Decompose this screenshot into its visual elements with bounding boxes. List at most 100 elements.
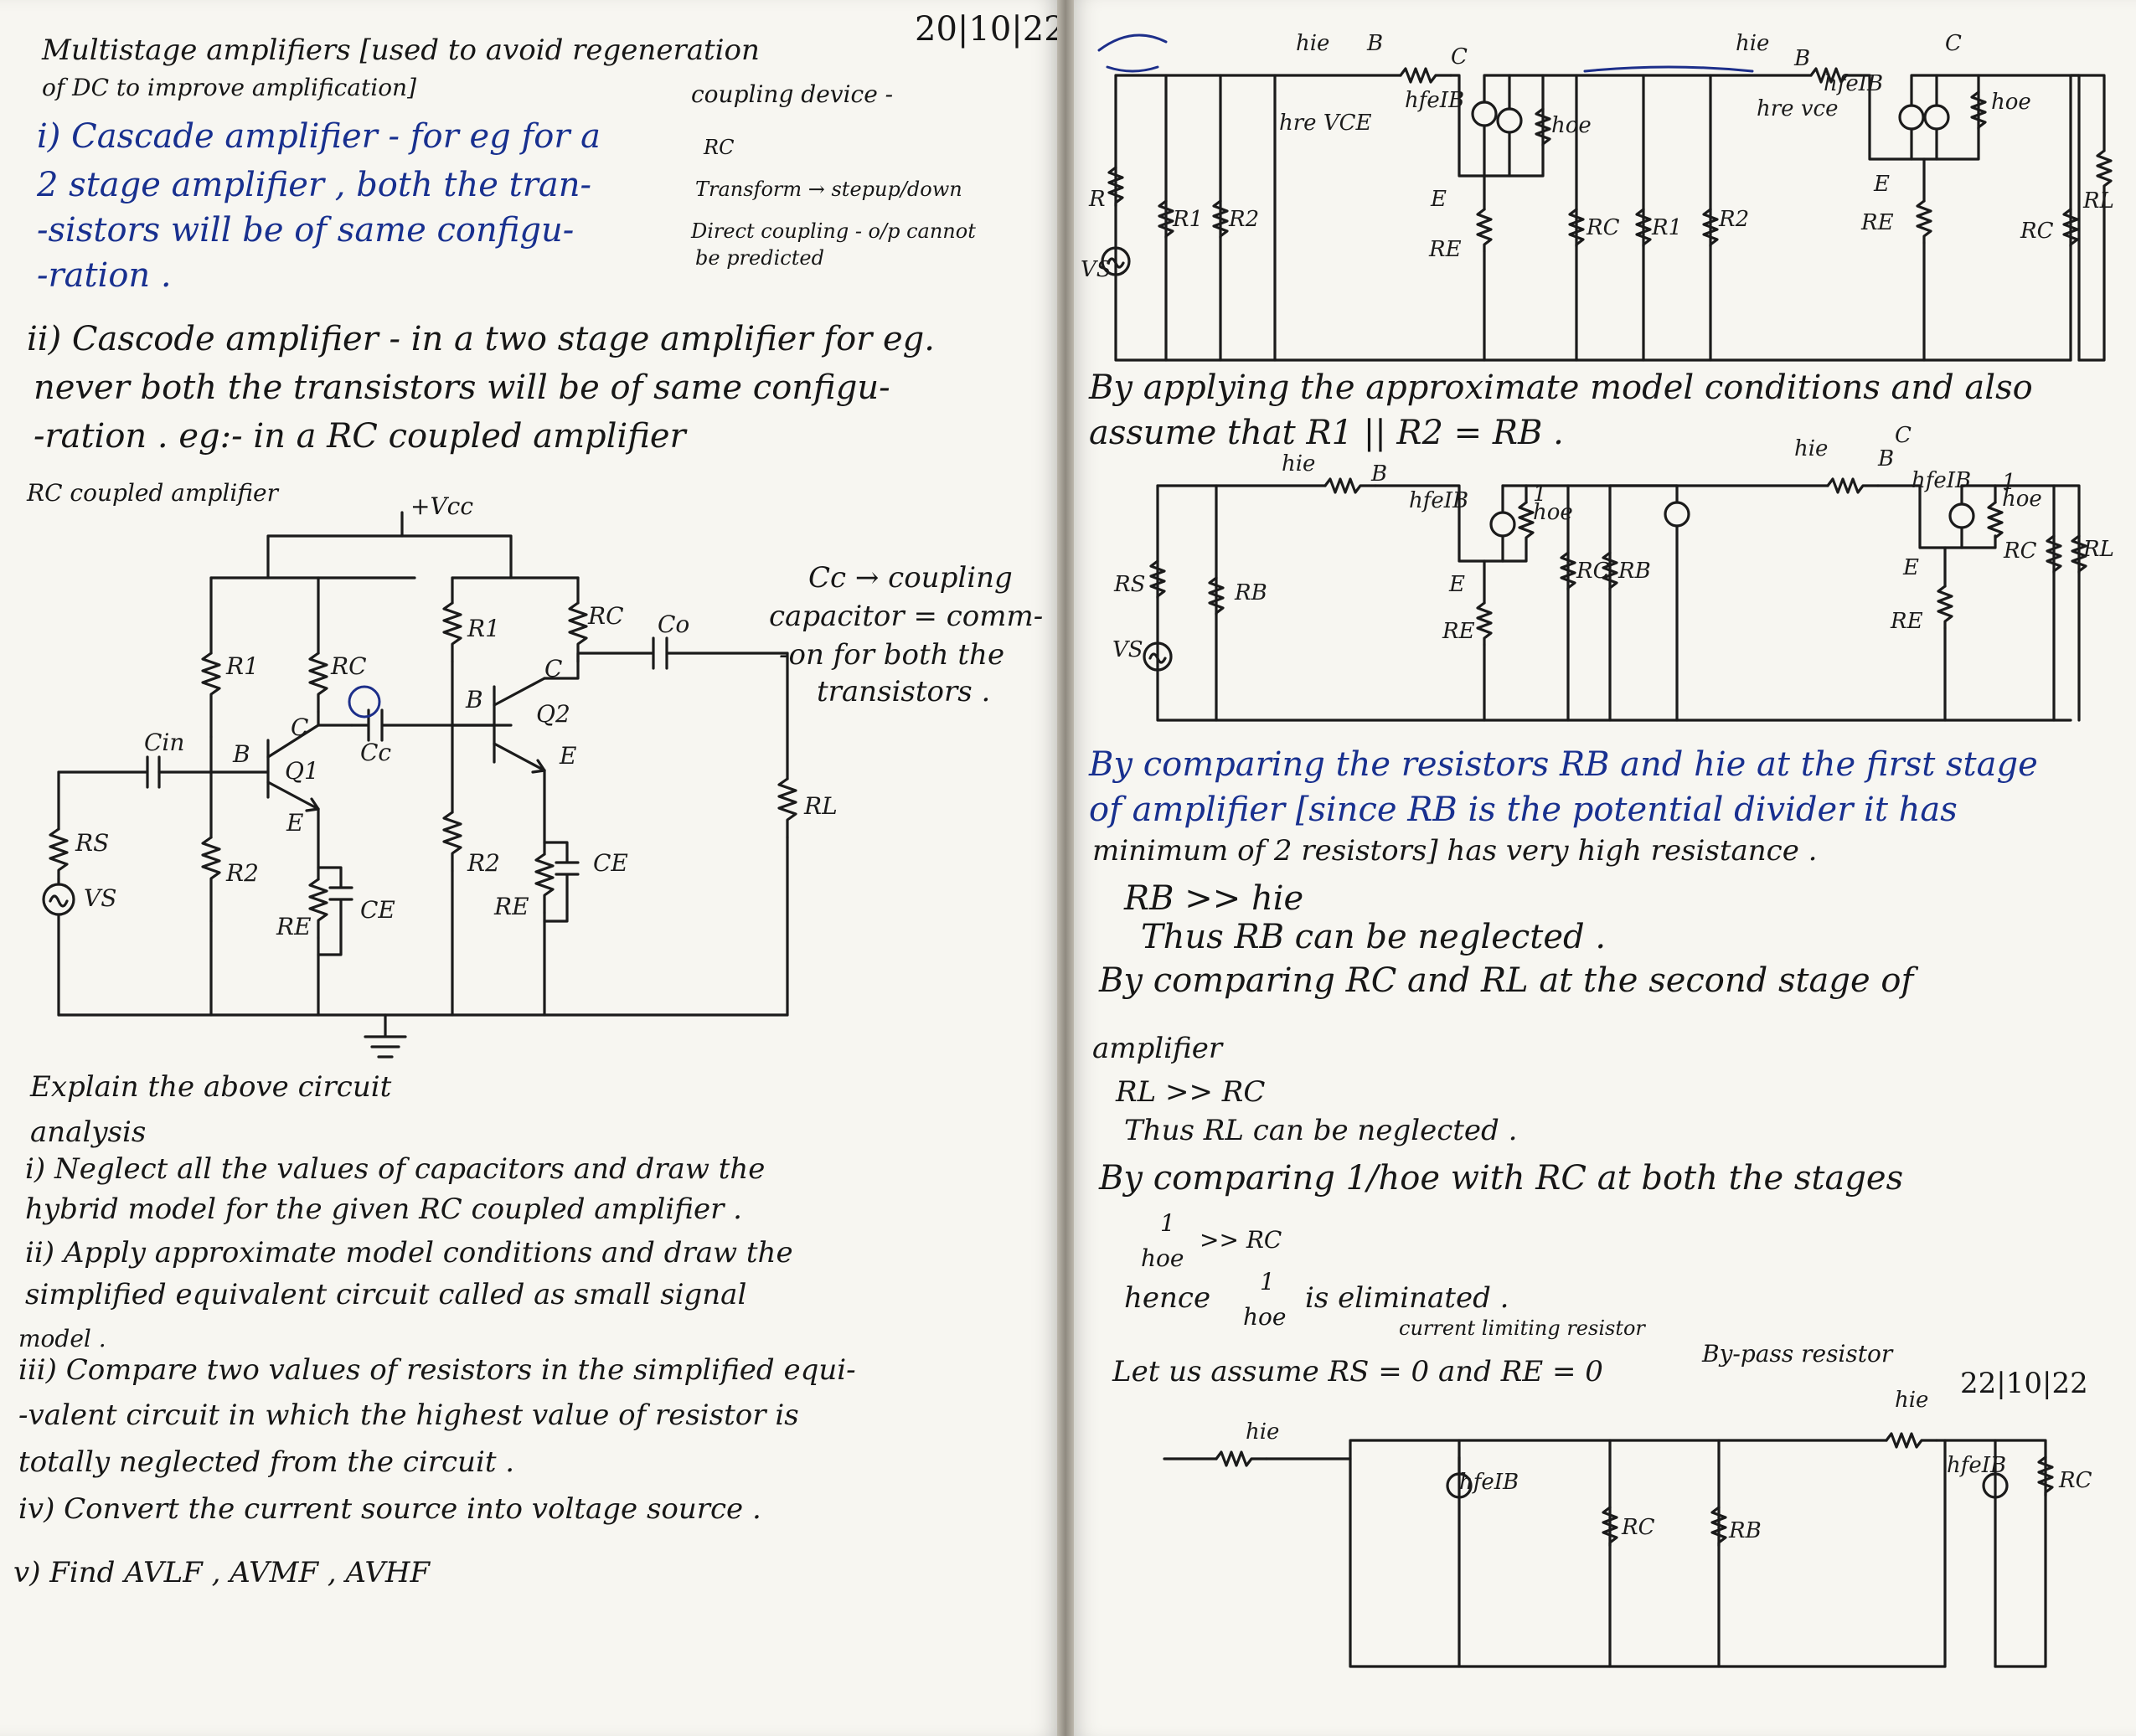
step-4: iv) Convert the current source into volt… xyxy=(18,1492,761,1526)
label: B xyxy=(1793,46,1810,71)
label: E xyxy=(1430,187,1447,212)
label: hie xyxy=(1895,1388,1928,1413)
label: E xyxy=(1902,555,1919,580)
label: RB xyxy=(1234,580,1267,605)
label: hoe xyxy=(2002,487,2042,512)
label: hie xyxy=(1246,1419,1279,1445)
side-note: be predicted xyxy=(695,246,824,270)
label: hfeIB xyxy=(1405,88,1464,113)
label: RE xyxy=(1890,609,1923,634)
text-assume-rs: Let us assume RS = 0 and RE = 0 xyxy=(1112,1355,1603,1388)
text-compare-rb: By comparing the resistors RB and hie at… xyxy=(1089,745,2038,784)
label: R1 xyxy=(1172,207,1203,232)
fraction-num: 1 xyxy=(1260,1268,1275,1296)
label: B xyxy=(465,686,483,713)
text-line: >> RC xyxy=(1200,1226,1282,1254)
label: C xyxy=(1451,44,1468,70)
right-notebook-page: R VS R1 R2 hie B hre VCE hfeIB C hoe E R… xyxy=(1074,0,2136,1736)
text-applying: By applying the approximate model condit… xyxy=(1089,368,2033,407)
side-note: coupling device - xyxy=(691,80,894,108)
label: RS xyxy=(75,829,109,857)
label: hoe xyxy=(1533,500,1573,525)
text-line: -ration . eg:- in a RC coupled amplifier xyxy=(34,417,686,456)
label: RB xyxy=(1617,559,1651,584)
text-analysis: analysis xyxy=(30,1115,147,1149)
text-line: Thus RL can be neglected . xyxy=(1124,1114,1518,1147)
label: B xyxy=(232,740,250,768)
text-hence: hence xyxy=(1124,1281,1211,1315)
text-rb-gg-hie: RB >> hie xyxy=(1124,879,1304,918)
label: E xyxy=(559,742,576,770)
label: R1 xyxy=(225,652,259,680)
text-cascade: i) Cascade amplifier - for eg for a xyxy=(37,117,601,156)
label: RE xyxy=(1442,619,1475,644)
label: hie xyxy=(1794,436,1828,461)
label: RC xyxy=(2020,219,2054,244)
text-explain: Explain the above circuit xyxy=(30,1070,392,1104)
label: C xyxy=(1945,31,1962,56)
step-3-cont: -valent circuit in which the highest val… xyxy=(18,1399,799,1432)
label: RE xyxy=(493,893,529,920)
label: Q1 xyxy=(285,757,319,785)
text-line: Thus RB can be neglected . xyxy=(1141,918,1607,956)
text-compare-hoe: By comparing 1/hoe with RC at both the s… xyxy=(1099,1159,1904,1198)
label: RS xyxy=(1113,572,1145,597)
text-rl-gg-rc: RL >> RC xyxy=(1116,1075,1266,1109)
text-line: is eliminated . xyxy=(1305,1281,1509,1315)
circuit-title: RC coupled amplifier xyxy=(27,479,278,507)
label: hie xyxy=(1296,31,1329,56)
step-1: i) Neglect all the values of capacitors … xyxy=(25,1152,766,1186)
note-coupling: Cc → coupling xyxy=(808,561,1013,595)
label: R xyxy=(1088,187,1106,212)
step-2-cont: simplified equivalent circuit called as … xyxy=(25,1278,747,1311)
label: E xyxy=(286,809,303,837)
label: Q2 xyxy=(536,700,570,728)
label: hoe xyxy=(1551,113,1592,138)
text-assume: assume that R1 || R2 = RB . xyxy=(1089,414,1564,452)
label: C xyxy=(291,713,308,741)
note-coupling: transistors . xyxy=(817,675,991,708)
text-compare-rc: By comparing RC and RL at the second sta… xyxy=(1099,961,1914,1000)
label: E xyxy=(1873,172,1890,197)
label: RL xyxy=(803,792,838,820)
text-line: never both the transistors will be of sa… xyxy=(34,368,890,407)
text-line: -ration . xyxy=(37,256,172,295)
label: hie xyxy=(1736,31,1769,56)
label: RL xyxy=(2082,188,2114,214)
step-3: iii) Compare two values of resistors in … xyxy=(18,1353,856,1387)
label: hie xyxy=(1282,451,1315,476)
note-coupling: -on for both the xyxy=(779,638,1005,672)
label: RC xyxy=(330,652,367,680)
side-note: RC xyxy=(704,136,735,159)
side-note: Direct coupling - o/p cannot xyxy=(691,219,976,243)
heading-multistage: Multistage amplifiers [used to avoid reg… xyxy=(42,33,760,67)
label: B xyxy=(1877,446,1894,471)
label: hfeIB xyxy=(1947,1453,2006,1478)
text-line: 2 stage amplifier , both the tran- xyxy=(37,166,591,204)
label: R2 xyxy=(1718,207,1749,232)
label: RE xyxy=(1860,210,1894,235)
label: hre vce xyxy=(1757,96,1838,121)
label: RE xyxy=(1428,237,1462,262)
rc-coupled-amplifier-diagram: R1 RC Cin B Q1 C E Cc R2 RE CE RS VS R1 … xyxy=(42,511,838,1059)
text-line: of DC to improve amplification] xyxy=(42,74,417,101)
date-left: 20|10|22 xyxy=(915,10,1057,49)
label: hfeIB xyxy=(1409,488,1468,513)
label: hfeIB xyxy=(1912,468,1971,493)
label: R2 xyxy=(225,859,259,887)
label: Cc xyxy=(360,739,391,766)
label: R1 xyxy=(1651,215,1682,240)
label: Cin xyxy=(144,729,184,756)
step-5: v) Find AVLF , AVMF , AVHF xyxy=(13,1556,431,1589)
step-1-cont: hybrid model for the given RC coupled am… xyxy=(25,1193,742,1226)
text-line: -sistors will be of same configu- xyxy=(37,211,575,250)
label: R1 xyxy=(467,615,500,642)
text-line: of amplifier [since RB is the potential … xyxy=(1089,791,1958,829)
label: R2 xyxy=(467,849,500,877)
label: VS xyxy=(84,884,116,912)
label: C xyxy=(544,655,562,683)
label: hre VCE xyxy=(1279,111,1371,136)
text-line: amplifier xyxy=(1092,1032,1223,1065)
approximate-model-diagram: hie B hfeIB 1 hoe RS RB VS E RE RC RB hi… xyxy=(1112,423,2114,722)
date-right: 22|10|22 xyxy=(1960,1367,2088,1400)
